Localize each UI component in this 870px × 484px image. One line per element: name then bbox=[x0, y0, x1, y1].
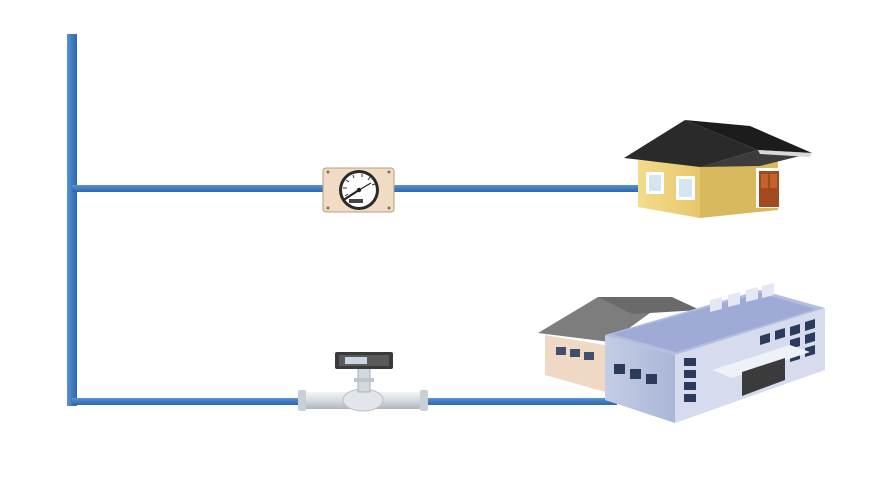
house-icon bbox=[624, 120, 812, 218]
factory-icon bbox=[538, 283, 825, 423]
flow-meter-icon bbox=[298, 352, 428, 412]
main-vertical-pipe bbox=[67, 34, 77, 406]
pressure-gauge-icon bbox=[322, 167, 395, 213]
